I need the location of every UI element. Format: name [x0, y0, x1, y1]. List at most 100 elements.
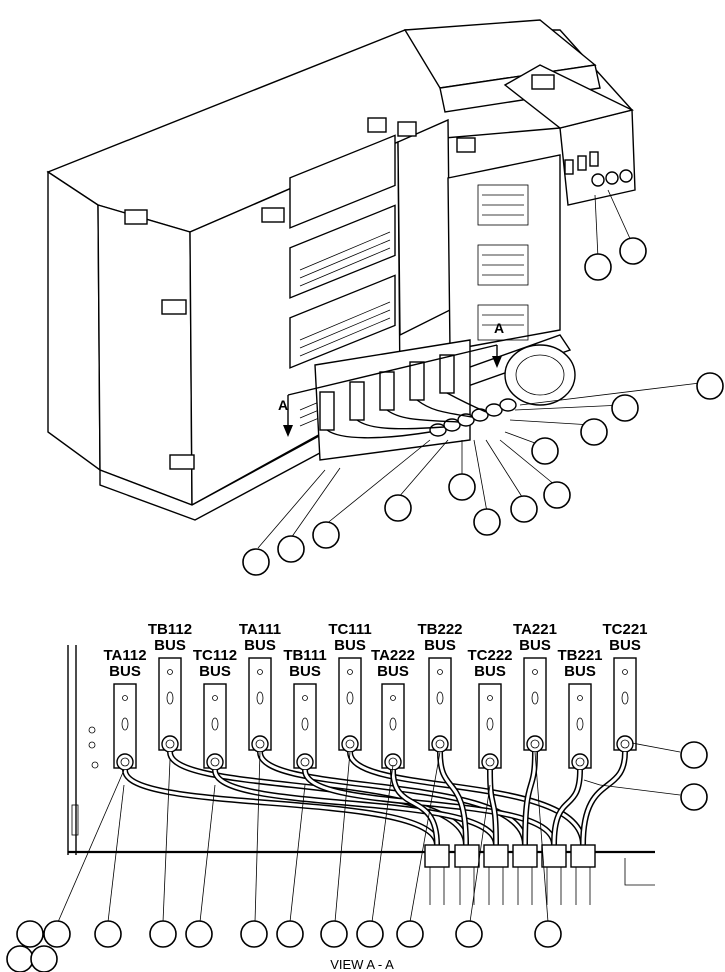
bus-label-name: TA111	[239, 621, 281, 638]
bus-bar-hole	[487, 695, 493, 701]
cable-lug-bolt	[575, 757, 585, 767]
cable-lug-bolt	[120, 757, 130, 767]
callout-bubble	[30, 945, 58, 972]
cable-lug-bolt	[345, 739, 355, 749]
callout-bubble	[543, 481, 571, 509]
bus-cable	[523, 751, 537, 846]
top-callouts	[242, 237, 724, 576]
cable-lug-bolt	[210, 757, 220, 767]
bus-bar-hole	[577, 695, 583, 701]
bus-bar-slot	[389, 717, 397, 731]
bus-label-unit: BUS	[519, 637, 551, 654]
bus-label-unit: BUS	[609, 637, 641, 654]
bus-bar-slot	[576, 717, 584, 731]
section-label-left: A	[278, 397, 288, 413]
bus-label-unit: BUS	[564, 663, 596, 680]
top-leader-lines	[257, 189, 709, 549]
callout-bubble	[242, 548, 270, 576]
callout-bubble	[6, 945, 34, 972]
bus-cable	[258, 751, 527, 846]
bus-label-name: TC111	[328, 621, 371, 638]
bus-bar-hole	[532, 669, 538, 675]
cable-lug	[571, 753, 589, 771]
cable-lug	[481, 753, 499, 771]
callout-bubble	[384, 494, 412, 522]
bus-label-name: TC222	[467, 647, 512, 664]
floor-conduit-connectors	[424, 844, 596, 905]
cable-lug	[616, 735, 634, 753]
bus-bar-slot	[121, 717, 129, 731]
callout-bubble	[584, 253, 612, 281]
callout-bubble	[696, 372, 724, 400]
callout-bubble	[276, 920, 304, 948]
bus-bar-hole	[390, 695, 396, 701]
bus-bar-hole	[437, 669, 443, 675]
callout-bubble	[680, 783, 708, 811]
cable-lug	[431, 735, 449, 753]
bus-bar-hole	[257, 669, 263, 675]
section-marker-a: A A	[278, 320, 504, 437]
bus-cable	[348, 751, 585, 846]
callout-bubble	[455, 920, 483, 948]
bus-label-name: TA222	[371, 647, 415, 664]
callout-bubble	[448, 473, 476, 501]
callout-bubble	[320, 920, 348, 948]
callout-bubble	[473, 508, 501, 536]
bus-bar-slot	[621, 691, 629, 705]
cable-lug	[251, 735, 269, 753]
bus-bar-slot	[436, 691, 444, 705]
bus-cable	[213, 769, 498, 846]
bus-label-name: TB222	[417, 621, 462, 638]
callout-bubble	[611, 394, 639, 422]
callout-bubble	[510, 495, 538, 523]
bus-label-unit: BUS	[154, 637, 186, 654]
cable-lug	[296, 753, 314, 771]
cable-lug	[526, 735, 544, 753]
bus-bar-slot	[531, 691, 539, 705]
cable-lug-bolt	[165, 739, 175, 749]
bus-label-unit: BUS	[334, 637, 366, 654]
callout-bubble	[240, 920, 268, 948]
bus-cable	[123, 769, 439, 846]
callout-bubble	[531, 437, 559, 465]
callout-bubble	[580, 418, 608, 446]
cable-lug-bolt	[485, 757, 495, 767]
bus-bar-slot	[346, 691, 354, 705]
bus-label-unit: BUS	[289, 663, 321, 680]
bus-bar-layer	[113, 657, 637, 846]
bus-label-unit: BUS	[199, 663, 231, 680]
bus-bar-hole	[212, 695, 218, 701]
callout-bubble	[277, 535, 305, 563]
bus-bar-slot	[301, 717, 309, 731]
bus-bar-slot	[211, 717, 219, 731]
bus-label-name: TA221	[513, 621, 557, 638]
bus-bar-hole	[302, 695, 308, 701]
bus-cable	[303, 769, 556, 846]
bus-label-name: TB112	[148, 621, 192, 638]
bus-cable	[488, 769, 498, 846]
callout-bubble	[312, 521, 340, 549]
bus-bar-slot	[166, 691, 174, 705]
cable-lug-bolt	[255, 739, 265, 749]
callout-bubble	[356, 920, 384, 948]
callout-bubble	[149, 920, 177, 948]
bus-label-name: TB111	[283, 647, 326, 664]
bus-cable	[391, 769, 439, 846]
bus-label-layer: TA112BUSTB112BUSTC112BUSTA111BUSTB111BUS…	[103, 621, 647, 680]
section-label-right: A	[494, 320, 504, 336]
callout-bubble	[185, 920, 213, 948]
cable-lug-bolt	[530, 739, 540, 749]
callout-bubble	[680, 741, 708, 769]
bus-label-name: TC221	[602, 621, 647, 638]
bus-label-name: TC112	[193, 647, 237, 664]
callout-bubble	[534, 920, 562, 948]
bus-bar-hole	[622, 669, 628, 675]
bus-cable	[438, 751, 468, 846]
callout-bubble	[43, 920, 71, 948]
cable-lug	[161, 735, 179, 753]
callout-bubble	[16, 920, 44, 948]
bus-bar-hole	[122, 695, 128, 701]
bus-label-unit: BUS	[474, 663, 506, 680]
